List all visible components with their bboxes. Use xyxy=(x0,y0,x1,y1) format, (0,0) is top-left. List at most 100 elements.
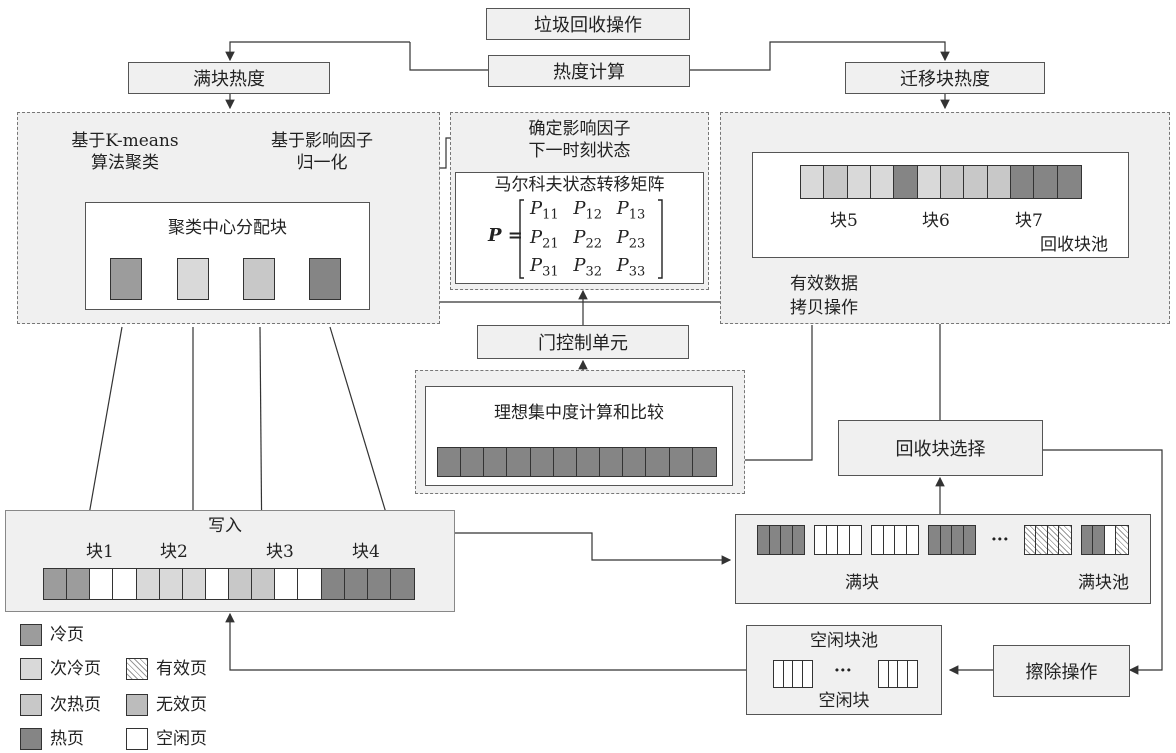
legend-valid-swatch xyxy=(126,658,148,680)
gate-unit-label: 门控制单元 xyxy=(538,333,628,354)
full-block xyxy=(814,525,862,555)
page-cell xyxy=(507,448,531,476)
block5-label: 块5 xyxy=(830,211,858,231)
write-label: 写入 xyxy=(208,516,242,536)
matrix-entry: P23 xyxy=(616,226,646,252)
full-block xyxy=(1080,525,1129,555)
gc-operation-box: 垃圾回收操作 xyxy=(486,8,690,40)
page-cell xyxy=(894,166,918,198)
legend-sub-hot-label: 次热页 xyxy=(50,695,101,715)
legend-sub-cold-label: 次冷页 xyxy=(50,659,101,679)
free-block-b xyxy=(878,660,918,688)
center-sub-hot xyxy=(243,258,275,300)
full-blocks-row: ··· xyxy=(757,525,1129,555)
legend-valid-label: 有效页 xyxy=(156,659,207,679)
gc-operation-label: 垃圾回收操作 xyxy=(534,15,642,36)
legend-sub-hot-swatch xyxy=(20,694,42,716)
page-cell xyxy=(1034,166,1058,198)
legend-hot-label: 热页 xyxy=(50,729,84,749)
legend-hot-swatch xyxy=(20,728,42,750)
block3-label: 块3 xyxy=(266,542,294,562)
page-cell xyxy=(275,569,299,599)
matrix-entry: P33 xyxy=(616,255,646,280)
free-pool-ellipsis: ··· xyxy=(834,661,852,681)
page-cell xyxy=(229,569,253,599)
gate-unit-box: 门控制单元 xyxy=(477,325,689,359)
full-pool-label: 满块池 xyxy=(1078,573,1129,593)
page-cell xyxy=(390,569,414,599)
page-cell xyxy=(159,569,183,599)
matrix-entry: P21 xyxy=(530,226,559,252)
page-cell xyxy=(438,448,462,476)
page-cell xyxy=(964,166,988,198)
page-cell xyxy=(801,166,825,198)
full-block-heat-box: 满块热度 xyxy=(128,62,330,94)
matrix-entry: P22 xyxy=(573,226,602,252)
block7-label: 块7 xyxy=(1015,211,1043,231)
write-page-strip xyxy=(43,568,415,600)
page-cell xyxy=(847,166,871,198)
page-cell xyxy=(344,569,368,599)
markov-matrix-title: 马尔科夫状态转移矩阵 xyxy=(494,175,665,195)
heat-calc-box: 热度计算 xyxy=(488,55,690,87)
legend-cold-swatch xyxy=(20,624,42,646)
page-cell xyxy=(1057,166,1081,198)
ideal-concentration-label: 理想集中度计算和比较 xyxy=(494,403,664,423)
full-block xyxy=(928,525,976,555)
migrate-block-heat-label: 迁移块热度 xyxy=(900,69,990,90)
page-cell xyxy=(461,448,485,476)
page-cell xyxy=(940,166,965,198)
page-cell xyxy=(1010,166,1035,198)
block4-label: 块4 xyxy=(352,542,380,562)
full-block xyxy=(1023,525,1072,555)
page-cell xyxy=(205,569,229,599)
migrate-block-heat-box: 迁移块热度 xyxy=(845,62,1045,94)
heat-calc-label: 热度计算 xyxy=(553,62,625,83)
page-cell xyxy=(553,448,577,476)
page-cell xyxy=(298,569,322,599)
page-cell xyxy=(692,448,716,476)
matrix-p-label: P = xyxy=(488,225,523,246)
page-cell xyxy=(321,569,345,599)
page-cell xyxy=(600,448,624,476)
factor-label: 确定影响因子下一时刻状态 xyxy=(528,119,631,161)
free-block-a xyxy=(773,660,813,688)
matrix-brackets xyxy=(519,199,663,279)
block2-label: 块2 xyxy=(160,542,188,562)
page-cell xyxy=(484,448,508,476)
center-cold xyxy=(110,258,142,300)
page-cell xyxy=(90,569,114,599)
page-cell xyxy=(870,166,895,198)
erase-box: 擦除操作 xyxy=(993,645,1130,697)
page-cell xyxy=(252,569,276,599)
full-pool-ellipsis: ··· xyxy=(991,530,1009,550)
page-cell xyxy=(67,569,91,599)
recycle-select-box: 回收块选择 xyxy=(838,420,1043,476)
matrix-entry: P31 xyxy=(530,255,559,280)
page-cell xyxy=(646,448,670,476)
full-block xyxy=(871,525,919,555)
page-cell xyxy=(987,166,1011,198)
page-cell xyxy=(367,569,391,599)
page-cell xyxy=(136,569,160,599)
legend-free-swatch xyxy=(126,728,148,750)
recycle-pool-label: 回收块池 xyxy=(1040,235,1108,255)
full-block-heat-label: 满块热度 xyxy=(193,69,265,90)
center-sub-cold xyxy=(177,258,209,300)
ideal-page-strip xyxy=(437,447,717,477)
page-cell xyxy=(44,569,68,599)
page-cell xyxy=(824,166,848,198)
matrix-entry: P13 xyxy=(616,198,646,223)
legend-cold-label: 冷页 xyxy=(50,625,84,645)
page-cell xyxy=(530,448,554,476)
page-cell xyxy=(182,569,206,599)
matrix-entry: P32 xyxy=(573,255,602,280)
legend-invalid-label: 无效页 xyxy=(156,695,207,715)
page-cell xyxy=(113,569,137,599)
page-cell xyxy=(669,448,693,476)
cluster-center-title: 聚类中心分配块 xyxy=(168,218,287,238)
erase-label: 擦除操作 xyxy=(1025,662,1098,683)
matrix-entry: P11 xyxy=(530,198,559,223)
